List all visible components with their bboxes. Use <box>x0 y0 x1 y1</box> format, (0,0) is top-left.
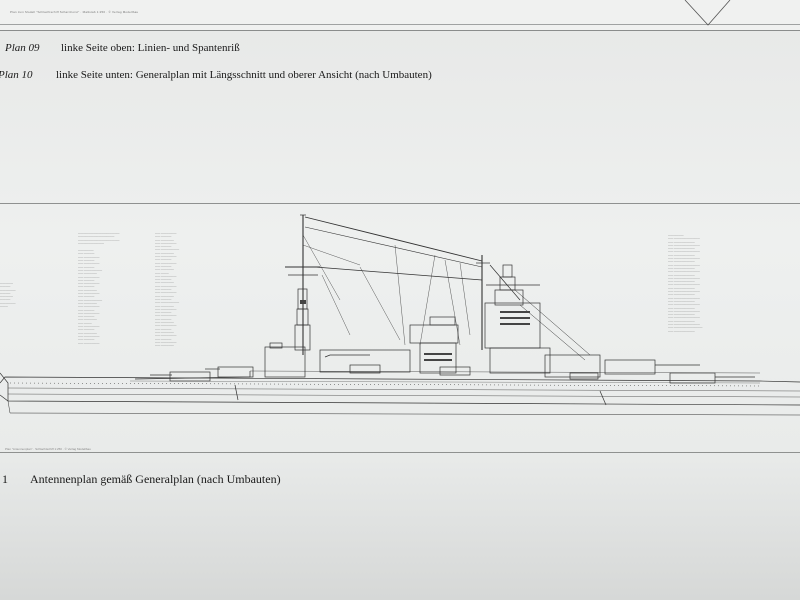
plan-number: 1 <box>2 472 8 486</box>
plan-description: linke Seite oben: Linien- und Spantenriß <box>61 42 240 54</box>
strip-border <box>0 24 800 25</box>
hull-section-drawing <box>684 0 731 26</box>
previous-plan-strip: Plan zum Modell "Schlachtschiff Scharnho… <box>0 0 800 31</box>
plan-top-border <box>0 203 800 204</box>
legend-column-1: ————————————————————————————————————————… <box>78 232 120 345</box>
caption-plan-10: Plan 10 linke Seite unten: Generalplan m… <box>0 69 432 81</box>
plan-bottom-border <box>0 452 800 453</box>
caption-plan-09: Plan 09 linke Seite oben: Linien- und Sp… <box>5 42 240 54</box>
caption-plan-11: 1 Antennenplan gemäß Generalplan (nach U… <box>2 472 281 487</box>
plan-number: Plan 09 <box>5 42 40 54</box>
plan-small-print: Plan "Antennenplan" · Schlachtschiff 1:2… <box>5 447 91 451</box>
legend-left-fragment: ————————————————————————————————————— <box>0 282 16 309</box>
legend-column-2: —— ———————— —————— ——————— ———————— ————… <box>155 232 180 348</box>
plan-description: Antennenplan gemäß Generalplan (nach Umb… <box>30 472 281 486</box>
ship-antenna-plan-drawing <box>0 214 800 416</box>
plan-number: Plan 10 <box>0 69 33 81</box>
plan-description: linke Seite unten: Generalplan mit Längs… <box>56 69 432 81</box>
small-print: Plan zum Modell "Schlachtschiff Scharnho… <box>10 10 139 14</box>
legend-right: ———————— ———————————— —————————— ———————… <box>668 234 703 333</box>
